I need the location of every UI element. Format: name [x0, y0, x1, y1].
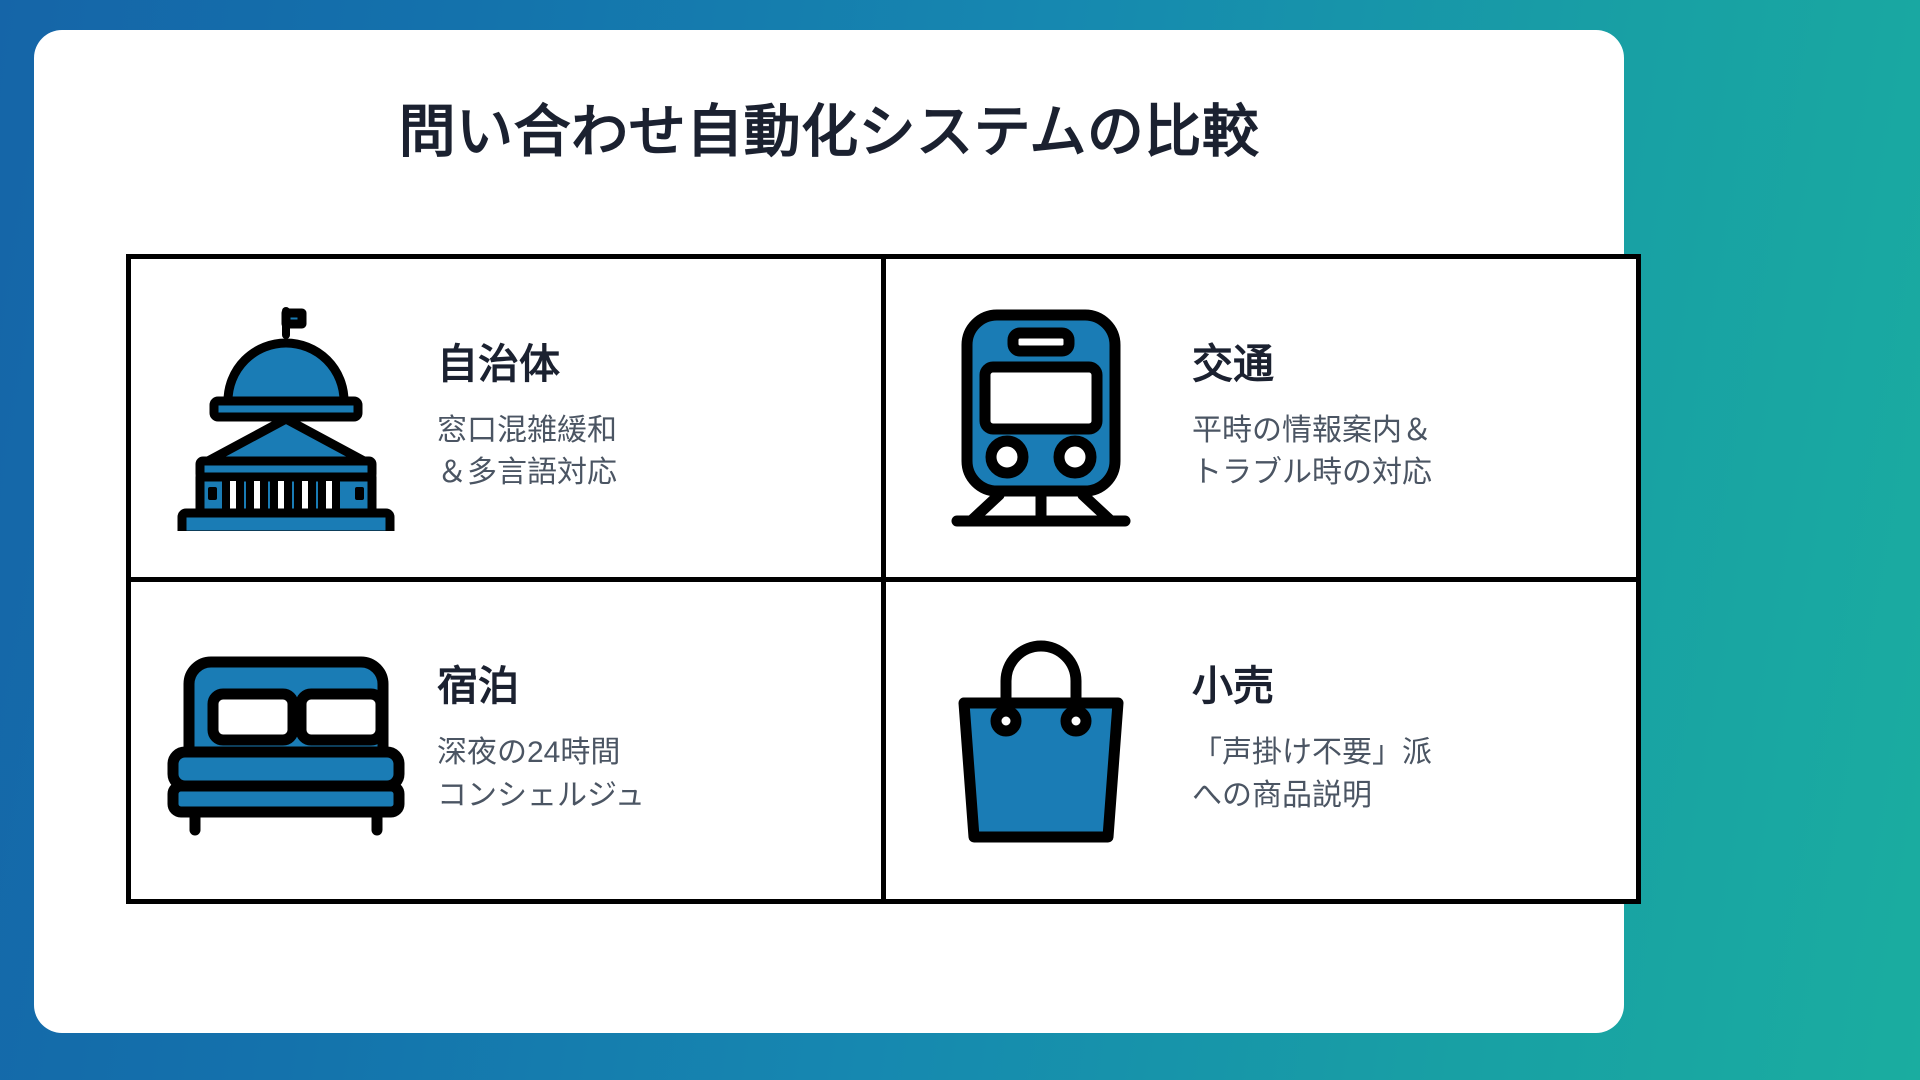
cell-description: 平時の情報案内＆ トラブル時の対応 — [1192, 410, 1636, 495]
cell-heading: 宿泊 — [437, 663, 519, 710]
cell-text-block: 宿泊 深夜の24時間 コンシェルジュ — [411, 663, 881, 817]
description-line: 深夜の24時間 — [437, 736, 621, 770]
cell-description: 窓口混雑緩和 ＆多言語対応 — [437, 410, 881, 495]
cell-heading: 自治体 — [437, 340, 560, 387]
cell-heading: 小売 — [1192, 663, 1274, 710]
grid-cell-retail[interactable]: 小売 「声掛け不要」派 への商品説明 — [886, 581, 1636, 900]
page-title: 問い合わせ自動化システムの比較 — [398, 100, 1260, 164]
description-line: コンシェルジュ — [437, 778, 645, 812]
description-line: トラブル時の対応 — [1192, 456, 1432, 490]
cell-text-block: 小売 「声掛け不要」派 への商品説明 — [1166, 663, 1636, 817]
grid-cell-accommodation[interactable]: 宿泊 深夜の24時間 コンシェルジュ — [131, 581, 881, 900]
cell-description: 深夜の24時間 コンシェルジュ — [437, 732, 881, 817]
description-line: 平時の情報案内＆ — [1192, 413, 1432, 447]
description-line: への商品説明 — [1192, 778, 1372, 812]
shopping-bag-icon — [916, 582, 1166, 900]
cell-description: 「声掛け不要」派 への商品説明 — [1192, 732, 1636, 817]
cell-heading: 交通 — [1192, 340, 1274, 387]
government-building-icon — [161, 259, 411, 577]
bed-icon — [161, 582, 411, 900]
description-line: 「声掛け不要」派 — [1192, 736, 1432, 770]
comparison-grid: 自治体 窓口混雑緩和 ＆多言語対応 — [126, 254, 1641, 904]
description-line: 窓口混雑緩和 — [437, 413, 617, 447]
content-panel: 問い合わせ自動化システムの比較 — [34, 30, 1641, 1033]
train-icon — [916, 259, 1166, 577]
cell-text-block: 交通 平時の情報案内＆ トラブル時の対応 — [1166, 341, 1636, 495]
grid-cell-transportation[interactable]: 交通 平時の情報案内＆ トラブル時の対応 — [886, 259, 1636, 577]
description-line: ＆多言語対応 — [437, 456, 617, 490]
grid-cell-local-government[interactable]: 自治体 窓口混雑緩和 ＆多言語対応 — [131, 259, 881, 577]
cell-text-block: 自治体 窓口混雑緩和 ＆多言語対応 — [411, 341, 881, 495]
